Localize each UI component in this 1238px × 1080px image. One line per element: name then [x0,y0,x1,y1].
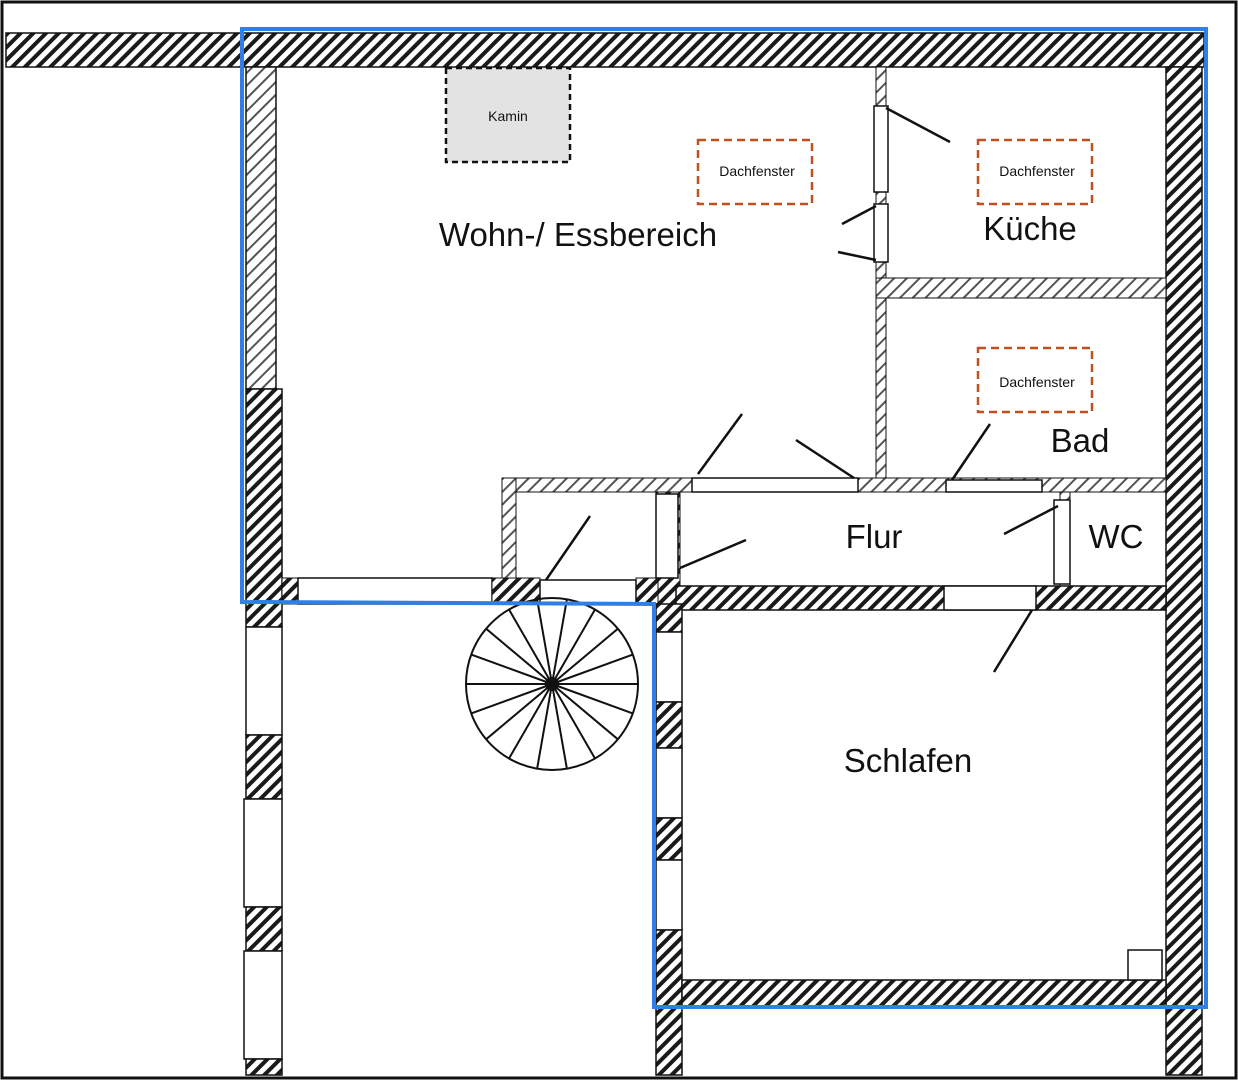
wall-living-bottom-left [281,577,299,605]
wall-left-window-3 [243,950,283,1060]
door-stair-frame [539,579,637,605]
wall-right [1165,66,1203,1076]
wall-living-bottom-window [297,577,493,605]
wall-schlafen-window-3 [655,859,683,931]
doors [539,105,1071,673]
skylight-bad-label: Dachfenster [999,374,1075,390]
stair-tread [551,683,596,759]
wall-left-lower-3 [245,906,283,952]
door-wc-leaf [1003,504,1059,536]
wall-left-lower-2 [245,734,283,800]
stair-tread [536,683,553,769]
chimney: Kamin [444,66,572,164]
stair-tread [551,599,568,685]
door-living-leaf-1 [696,413,744,475]
room-label-bad: Bad [1051,422,1110,459]
door-wc-frame [1053,499,1071,585]
wall-left-lower-4 [245,1058,283,1076]
wall-schlafen-left-3 [655,817,683,861]
door-kitchen-leaf-2 [841,204,877,226]
wall-schlafen-window-2 [655,747,683,819]
skylight-kitchen-box [976,138,1094,206]
wall-stair-door-right [635,577,659,605]
wall-left-window-1 [245,626,283,736]
wall-schlafen-left-1 [655,603,683,633]
room-label-wc: WC [1089,518,1144,555]
stair-tread [551,627,619,685]
stair-tread [551,683,619,741]
wall-left-upper [245,66,277,390]
door-corridor-leaf [679,538,747,570]
wall-top [5,32,1205,68]
shaft-box [1127,949,1163,981]
wall-schlafen-left-4 [655,929,683,1076]
room-label-flur: Flur [846,518,903,555]
stair-tread [470,653,553,685]
wall-schlafen-left-2 [655,701,683,749]
wall-kitchen-bad [875,277,1167,299]
chimney-box [444,66,572,164]
walls [5,32,1205,1076]
door-stair-leaf [544,515,592,581]
door-bad-leaf [950,423,992,481]
stair-tread [485,683,553,741]
skylight-bad-box [976,346,1094,414]
spiral-staircase [465,597,639,771]
stair-tread [508,609,553,685]
stair-tread [551,653,634,685]
door-schlafen-leaf [992,609,1034,673]
skylight-living: Dachfenster [696,138,814,206]
wall-left-window-2 [243,798,283,908]
room-label-wohn: Wohn-/ Essbereich [439,216,717,253]
skylight-kitchen: Dachfenster [976,138,1094,206]
stair-tread [551,683,568,769]
door-kitchen-frame-top [873,105,889,193]
skylight-kitchen-label: Dachfenster [999,163,1075,179]
door-living-leaf-2 [795,438,855,480]
stair-tread [536,599,553,685]
wall-left-mid [245,388,283,604]
stair-tread [508,683,553,759]
door-living-frame [691,477,859,493]
wall-corridor-left [501,477,517,581]
stair-tread [470,683,553,715]
stair-tread [551,683,634,715]
wall-schlafen-window-1 [655,631,683,703]
door-schlafen-frame [943,585,1037,611]
wall-flur-schlafen [675,585,1167,611]
skylight-living-label: Dachfenster [719,163,795,179]
door-kitchen-leaf-3 [837,250,877,262]
wall-schlafen-bottom [681,979,1167,1007]
room-label-schlafen: Schlafen [844,742,972,779]
door-bad-frame [945,479,1043,493]
door-corridor-frame [655,493,679,579]
chimney-label: Kamin [488,108,528,124]
skylight-living-box [696,138,814,206]
stair-tread [551,609,596,685]
wall-left-lower-1 [245,602,283,628]
skylight-bad: Dachfenster [976,346,1094,414]
room-label-kueche: Küche [983,210,1077,247]
door-kitchen-leaf-1 [885,106,951,144]
apartment-outline [240,27,1208,1009]
stair-tread [485,627,553,685]
door-kitchen-frame-bottom [873,203,889,263]
